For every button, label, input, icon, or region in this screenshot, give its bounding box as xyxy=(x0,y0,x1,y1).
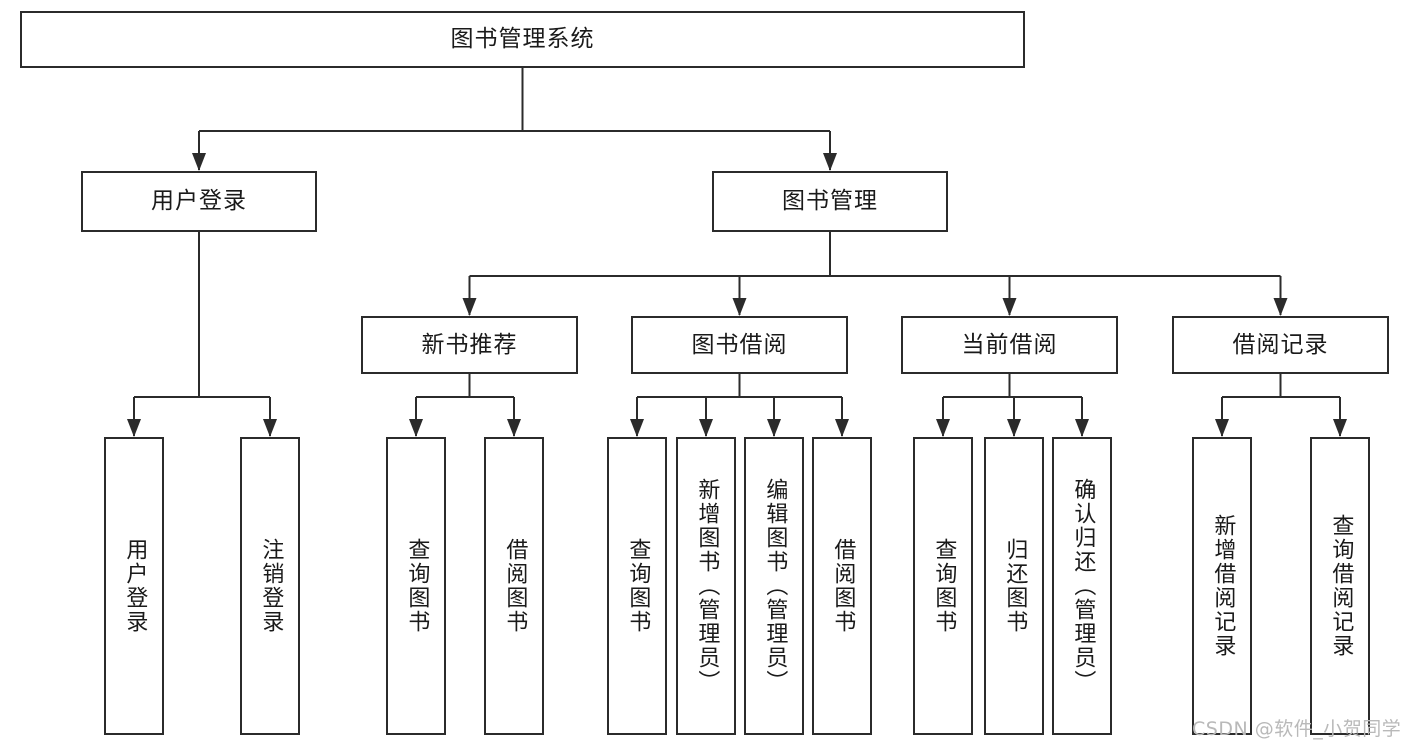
node-label: 用户登录 xyxy=(122,538,148,634)
node-label: 归还图书 xyxy=(1002,538,1028,634)
node-root[interactable]: 图书管理系统 xyxy=(20,11,1025,68)
node-leaf-borrow-book-1[interactable]: 借阅图书 xyxy=(484,437,544,735)
node-leaf-query-book-1[interactable]: 查询图书 xyxy=(386,437,446,735)
node-label: 编辑图书（管理员） xyxy=(762,478,788,694)
node-leaf-user-login[interactable]: 用户登录 xyxy=(104,437,164,735)
node-label: 确认归还（管理员） xyxy=(1070,478,1096,694)
node-label: 新增借阅记录 xyxy=(1210,514,1236,658)
node-label: 查询图书 xyxy=(931,538,957,634)
node-label: 查询图书 xyxy=(404,538,430,634)
node-leaf-add-record[interactable]: 新增借阅记录 xyxy=(1192,437,1252,735)
node-label: 图书管理 xyxy=(782,188,878,215)
node-leaf-borrow-book-2[interactable]: 借阅图书 xyxy=(812,437,872,735)
node-label: 查询图书 xyxy=(625,538,651,634)
node-leaf-logout[interactable]: 注销登录 xyxy=(240,437,300,735)
node-leaf-return-book[interactable]: 归还图书 xyxy=(984,437,1044,735)
node-leaf-query-book-2[interactable]: 查询图书 xyxy=(607,437,667,735)
node-leaf-confirm-return[interactable]: 确认归还（管理员） xyxy=(1052,437,1112,735)
node-label: 查询借阅记录 xyxy=(1328,514,1354,658)
node-label: 当前借阅 xyxy=(961,331,1058,358)
node-label: 用户登录 xyxy=(151,188,247,215)
node-leaf-query-record[interactable]: 查询借阅记录 xyxy=(1310,437,1370,735)
node-new-book-rec[interactable]: 新书推荐 xyxy=(361,316,578,374)
node-label: 新增图书（管理员） xyxy=(694,478,720,694)
watermark: CSDN @软件_小贺同学 xyxy=(1192,718,1402,740)
node-user-login[interactable]: 用户登录 xyxy=(81,171,317,232)
node-current-borrow[interactable]: 当前借阅 xyxy=(901,316,1118,374)
node-label: 借阅记录 xyxy=(1232,331,1329,358)
node-leaf-query-book-3[interactable]: 查询图书 xyxy=(913,437,973,735)
node-leaf-add-book[interactable]: 新增图书（管理员） xyxy=(676,437,736,735)
node-label: 图书借阅 xyxy=(691,331,788,358)
node-book-manage[interactable]: 图书管理 xyxy=(712,171,948,232)
node-book-borrow[interactable]: 图书借阅 xyxy=(631,316,848,374)
node-label: 图书管理系统 xyxy=(450,26,595,53)
node-borrow-record[interactable]: 借阅记录 xyxy=(1172,316,1389,374)
node-label: 借阅图书 xyxy=(830,538,856,634)
node-label: 借阅图书 xyxy=(502,538,528,634)
node-label: 注销登录 xyxy=(258,538,284,634)
node-label: 新书推荐 xyxy=(421,331,518,358)
node-leaf-edit-book[interactable]: 编辑图书（管理员） xyxy=(744,437,804,735)
